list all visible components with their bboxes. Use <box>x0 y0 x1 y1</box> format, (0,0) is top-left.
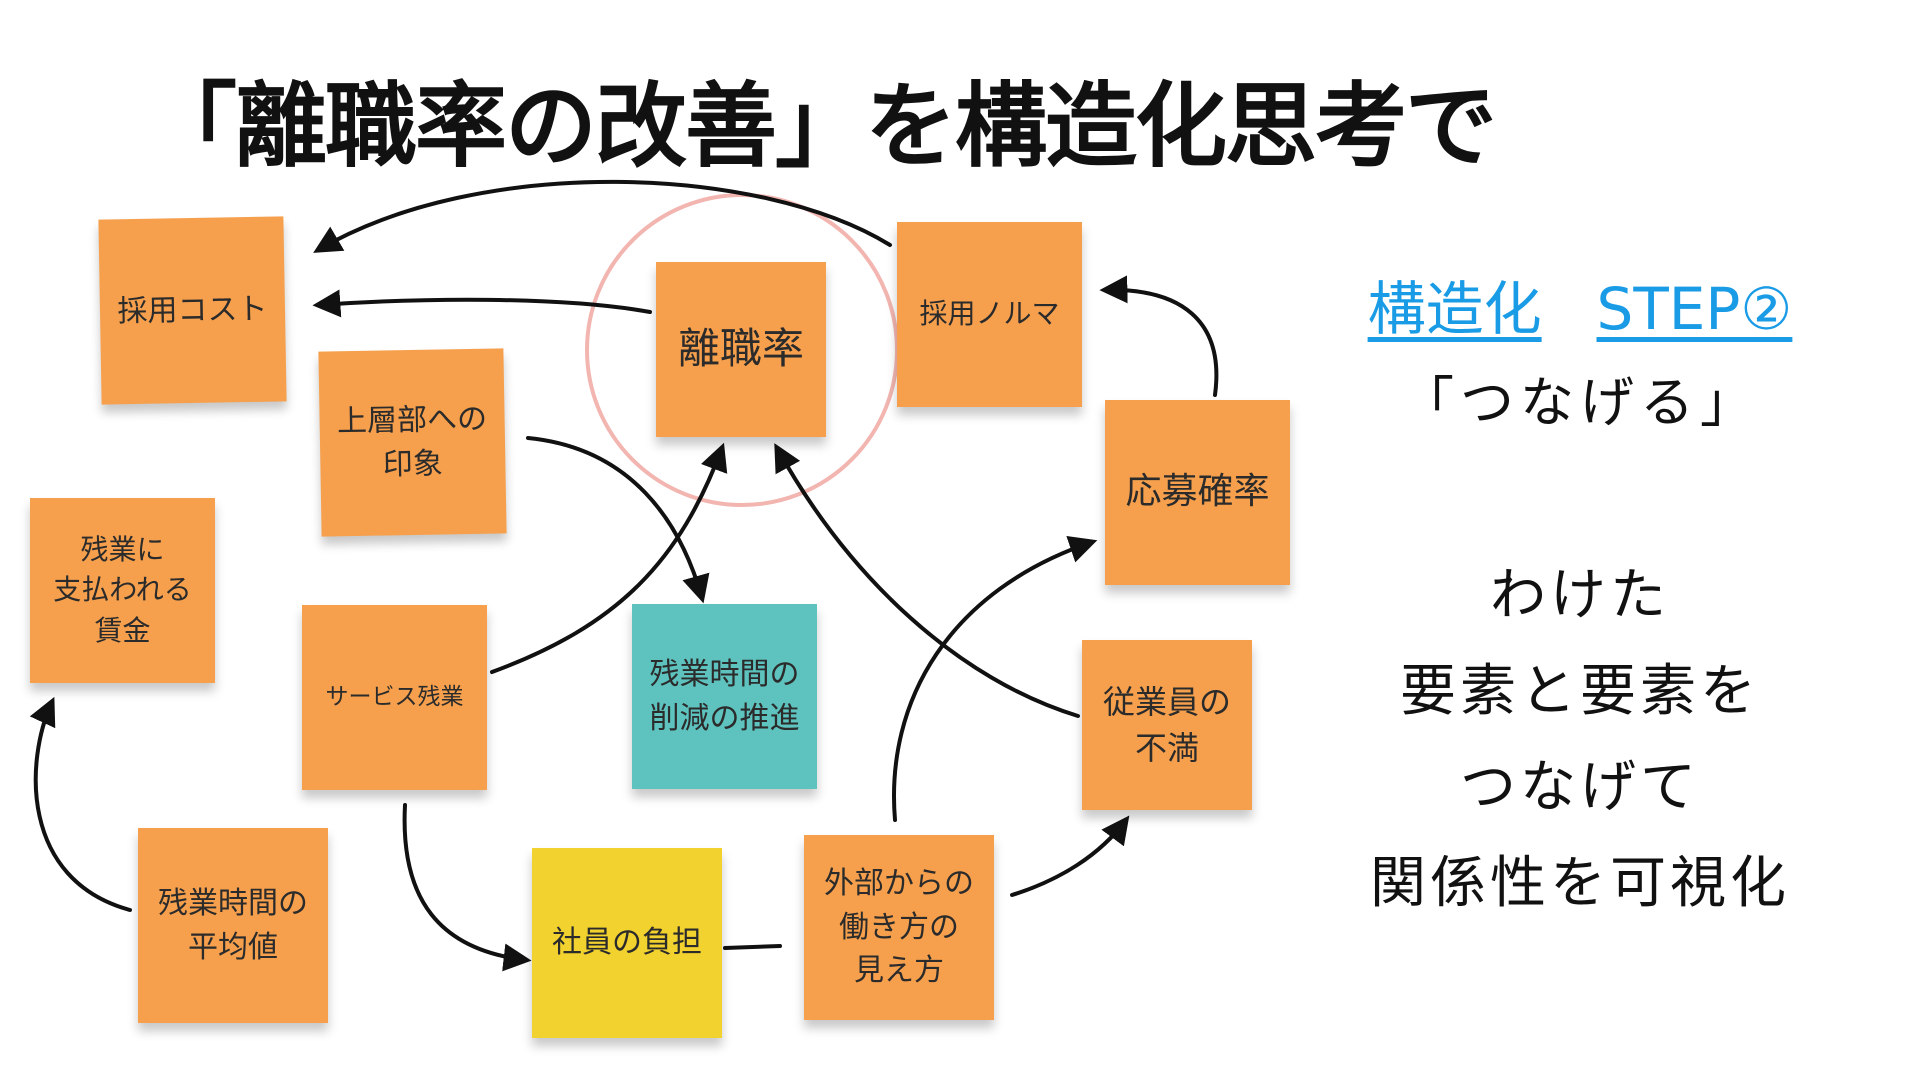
side-line-3: つなげて <box>1460 755 1700 820</box>
arrow-ouboritsu-to-noruma <box>1099 275 1219 397</box>
arrow-service-to-futan <box>402 803 532 972</box>
arrow-futan-to-gaibu <box>723 944 782 950</box>
side-line-1: わけた <box>1490 563 1670 628</box>
note-saiyo-cost: 採用コスト <box>98 216 287 405</box>
side-description: わけた 要素と要素を つなげて 関係性を可視化 <box>1300 548 1860 932</box>
note-futan: 社員の負担 <box>532 848 722 1038</box>
arrow-gaibu-to-ouboritsu <box>892 535 1098 822</box>
note-jugyoin: 従業員の 不満 <box>1082 640 1252 810</box>
note-heikin: 残業時間の 平均値 <box>138 828 328 1023</box>
step-label-link[interactable]: STEP② <box>1596 275 1793 343</box>
arrow-heikin-to-shiharai <box>29 696 132 912</box>
note-gaibu: 外部からの 働き方の 見え方 <box>804 835 994 1020</box>
arrow-gaibu-to-jugyoin <box>1010 815 1130 897</box>
step-subtitle: 「つなげる」 <box>1400 371 1760 434</box>
note-zangyo-shiharai: 残業に 支払われる 賃金 <box>30 498 215 683</box>
note-rishokuritsu: 離職率 <box>656 262 826 437</box>
side-line-4: 関係性を可視化 <box>1370 851 1790 916</box>
arrow-joso-to-sakugen <box>526 436 710 604</box>
note-saiyo-noruma: 採用ノルマ <box>897 222 1082 407</box>
note-sakugen: 残業時間の 削減の推進 <box>632 604 817 789</box>
step-word-link[interactable]: 構造化 <box>1367 275 1542 343</box>
arrow-jugyoin-to-rishoku <box>774 443 1080 718</box>
page-title: 「離職率の改善」を構造化思考で <box>144 73 1497 180</box>
note-joso: 上層部への 印象 <box>318 348 507 537</box>
note-service-zangyo: サービス残業 <box>302 605 487 790</box>
note-ouboritsu: 応募確率 <box>1105 400 1290 585</box>
side-line-2: 要素と要素を <box>1400 659 1760 724</box>
arrow-noruma-to-cost <box>313 179 892 253</box>
arrow-service-to-rishoku <box>490 442 728 674</box>
step-heading: 構造化 STEP② <box>1300 262 1860 346</box>
arrow-rishoku-to-cost <box>312 289 652 318</box>
